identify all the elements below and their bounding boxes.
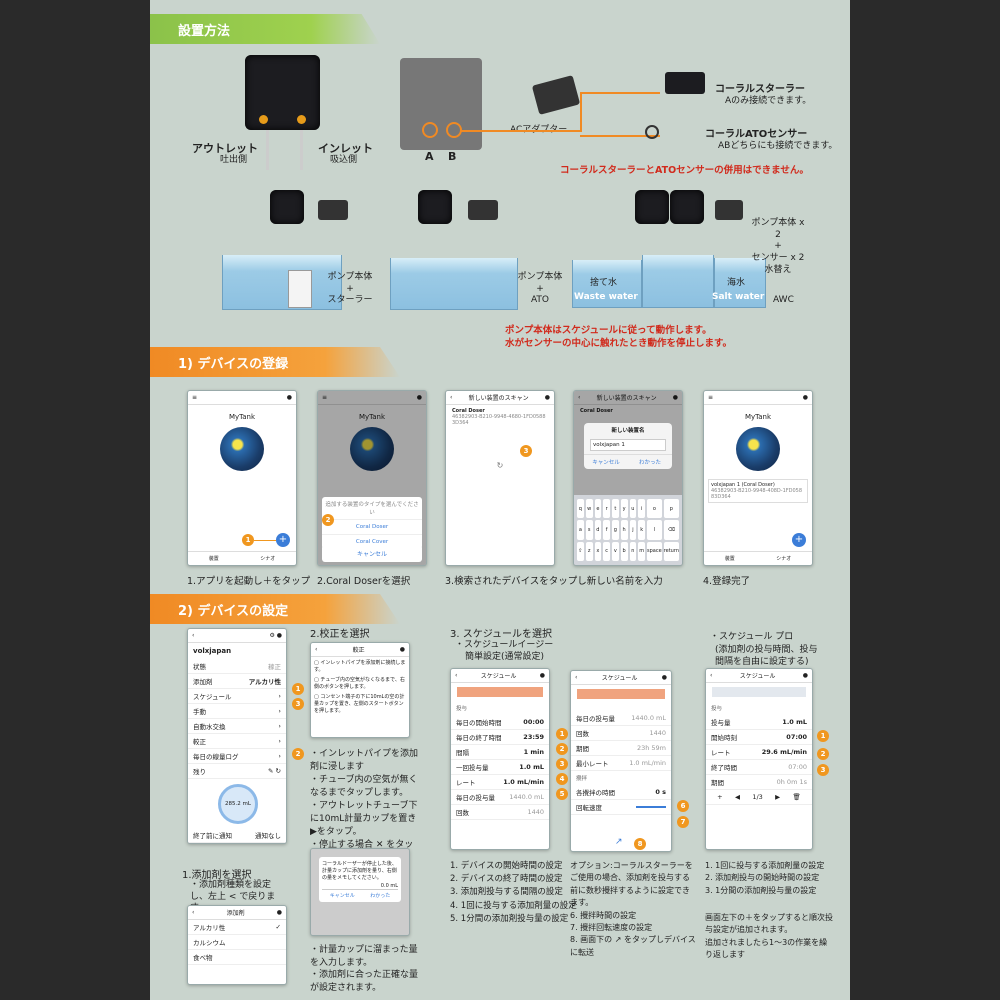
step1-title: 1.添加剤を選択	[182, 870, 252, 881]
caption-register-2: 2.Coral Doserを選択	[317, 576, 411, 587]
caption-register-4: 4.登録完了	[703, 576, 751, 587]
registered-device-card[interactable]: volxjapan 1 (Coral Doser) 46382903-B210-…	[708, 479, 808, 503]
pump-front-image	[245, 55, 320, 130]
warning-no-combination: コーラルスターラーとATOセンサーの併用はできません。	[560, 165, 809, 176]
screen-calibration: ‹較正● ▢ インレットパイプを添加剤に接続します。 ▢ チューブ内の空気がなく…	[310, 642, 410, 738]
tank-main	[642, 255, 714, 308]
step2-title: 2.校正を選択	[310, 629, 370, 640]
screen-registered: ≡● MyTank volxjapan 1 (Coral Doser) 4638…	[703, 390, 813, 566]
pro-desc: 画面左下の＋をタップすると順次投 与設定が追加されます。 追加されましたら1～3…	[705, 913, 833, 960]
outlet-label: アウトレット	[192, 142, 258, 155]
ato-title: コーラルATOセンサー	[705, 129, 808, 140]
tank-stirrer-setup	[222, 255, 342, 310]
tank-ato-setup	[390, 258, 518, 310]
screen-device-menu: ‹⚙ ● volxjapan 状態稼正 添加剤アルカリ性 スケジュール› 手動›…	[187, 628, 287, 844]
send-icon[interactable]: ↗	[615, 837, 623, 847]
add-device-button[interactable]: +	[276, 533, 290, 547]
pro-title: ・スケジュール プロ	[710, 632, 794, 642]
pro-list: 1. 1回に投与する添加剤量の設定 2. 添加剤投与の開始時間の設定 3. 1分…	[705, 861, 825, 895]
caption-register-1: 1.アプリを起動し＋をタップ	[187, 576, 311, 587]
manual-page: 設置方法 アウトレット 吐出側 インレット 吸込側 A B ACアダプター コー…	[150, 0, 850, 1000]
screen-rename: ‹新しい装置のスキャン● Coral Doser 新しい装置名 volxjapa…	[573, 390, 683, 566]
ato-sub: ABどちらにも接続できます。	[718, 141, 838, 151]
calibration-steps-2: ・計量カップに溜まった量を入力します。 ・添加剤に合った正確な量が設定されます。	[310, 945, 419, 993]
note-sensor: 水がセンサーの中心に触れたとき動作を停止します。	[505, 338, 733, 349]
setup2-label: ポンプ本体+ATO	[517, 272, 563, 306]
stirrer-sub: Aのみ接続できます。	[725, 96, 812, 106]
cancel-button[interactable]: キャンセル	[322, 545, 422, 562]
screen-scan: ‹新しい装置のスキャン● Coral Doser 46382903-B210-9…	[445, 390, 555, 566]
ato-sensor-image	[645, 125, 659, 139]
screen-additive: ‹添加剤● アルカリ性✓ カルシウム 食べ物	[187, 905, 287, 985]
coral-cover-option[interactable]: Coral Cover	[322, 534, 422, 549]
port-b-label: B	[448, 150, 457, 163]
port-a-label: A	[425, 150, 434, 163]
tank-salt	[714, 258, 766, 308]
measured-amount-input[interactable]: 0.0 mL	[322, 883, 398, 890]
section-header-install: 設置方法	[150, 14, 380, 44]
step3-title: 3. スケジュールを選択	[450, 629, 553, 640]
add-icon[interactable]: +	[717, 793, 723, 801]
coral-stirrer-image	[665, 72, 705, 94]
outlet-sub-label: 吐出側	[220, 155, 248, 165]
section-header-settings: 2) デバイスの設定	[150, 594, 400, 624]
device-name-input[interactable]: volxjapan 1	[590, 439, 666, 451]
screen-calib-dialog: コーラルドーザーが停止した後、計量カップに添加剤を量り、右側の量をメモしてくださ…	[310, 848, 410, 936]
stir-option-desc: オプション:コーラルスターラーを ご使用の場合、添加剤を投与する 前に数秒攪拌す…	[570, 861, 696, 957]
tank-waste	[572, 260, 642, 308]
port-a-circle	[422, 122, 438, 138]
screen-mytank: ≡● MyTank + 1 装置シナオ	[187, 390, 297, 566]
note-schedule: ポンプ本体はスケジュールに従って動作します。	[505, 325, 712, 336]
remain-gauge: 285.2 mL	[218, 784, 258, 824]
caption-register-3: 3.検索されたデバイスをタップし新しい名前を入力	[445, 576, 663, 587]
inlet-label: インレット	[318, 142, 373, 155]
setup1-label: ポンプ本体+スターラー	[327, 272, 373, 306]
stirrer-title: コーラルスターラー	[715, 84, 805, 95]
inlet-sub-label: 吸込側	[330, 155, 358, 165]
ac-adapter-image	[531, 75, 581, 115]
screen-select-type: ≡● MyTank 追加する装置のタイプを選んでください Coral Doser…	[317, 390, 427, 566]
pump-back-image	[400, 58, 482, 150]
coral-doser-option[interactable]: Coral Doser	[322, 519, 422, 534]
section-header-register: 1) デバイスの登録	[150, 347, 400, 377]
easy-list: 1. デバイスの開始時間の設定 2. デバイスの終了時間の設定 3. 添加剤投与…	[450, 861, 577, 924]
